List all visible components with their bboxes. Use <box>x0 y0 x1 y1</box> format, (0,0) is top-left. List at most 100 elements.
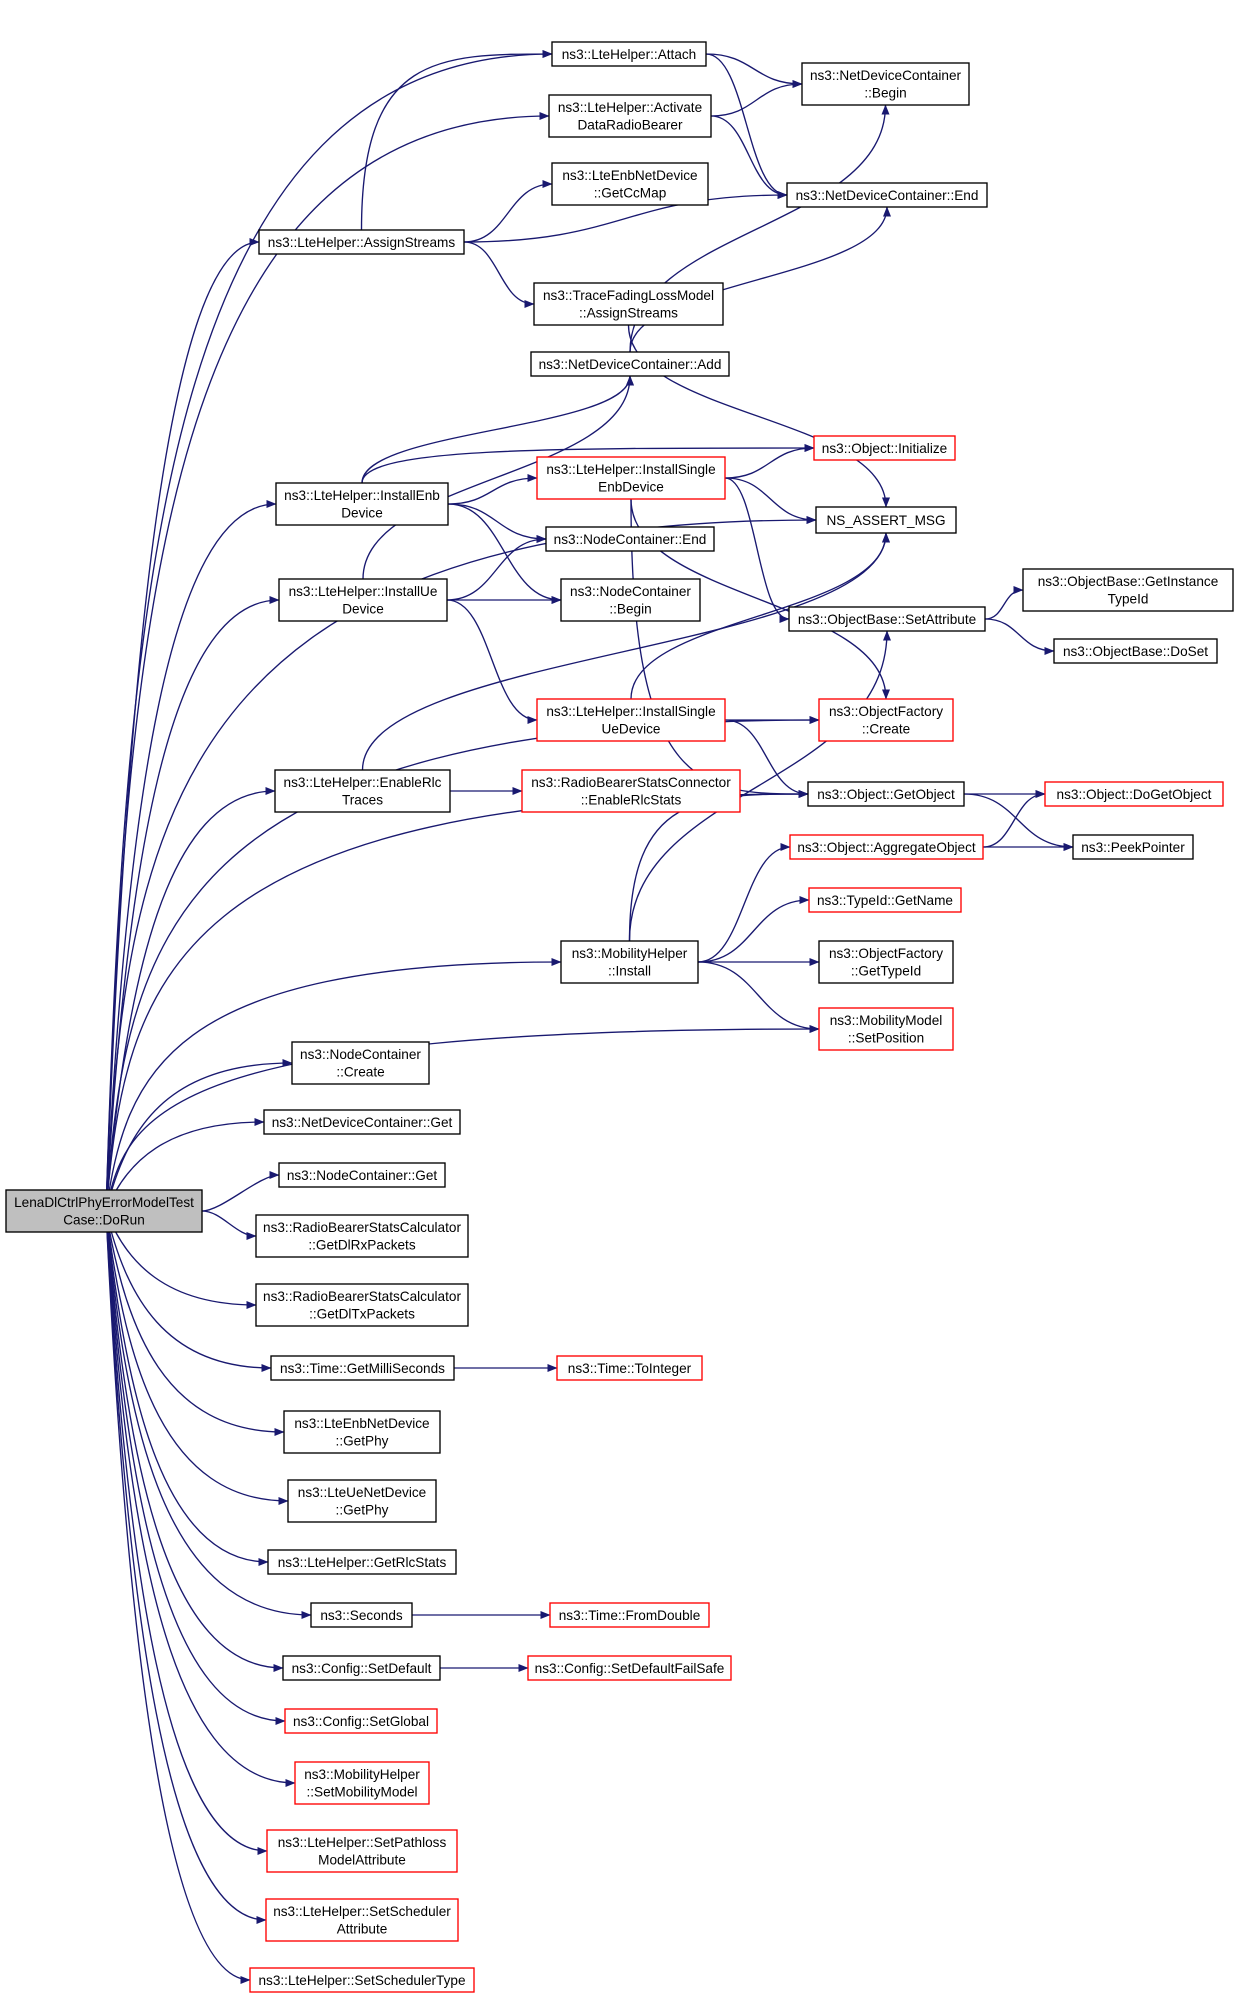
node-box <box>551 41 707 67</box>
node-rbsc_enablerlc[interactable]: ns3::RadioBearerStatsConnector::EnableRl… <box>521 769 741 813</box>
node-setschedtype[interactable]: ns3::LteHelper::SetSchedulerType <box>249 1967 475 1993</box>
node-label-line: DataRadioBearer <box>577 118 683 133</box>
call-edge-root-to-setschedattr <box>105 1210 267 1924</box>
node-label-line: ns3::LteEnbNetDevice <box>294 1416 429 1431</box>
node-label-line: ns3::RadioBearerStatsCalculator <box>263 1220 461 1235</box>
node-getrlcstats[interactable]: ns3::LteHelper::GetRlcStats <box>267 1549 457 1575</box>
node-ndc_get[interactable]: ns3::NetDeviceContainer::Get <box>263 1109 461 1135</box>
node-box <box>278 1162 446 1188</box>
node-label-line: ModelAttribute <box>318 1853 406 1868</box>
node-getobject[interactable]: ns3::Object::GetObject <box>807 781 965 807</box>
node-box <box>255 1214 469 1258</box>
node-dogetobject[interactable]: ns3::Object::DoGetObject <box>1044 781 1224 807</box>
node-tointeger[interactable]: ns3::Time::ToInteger <box>556 1355 703 1381</box>
node-label-line: ns3::LteHelper::InstallSingle <box>546 704 715 719</box>
node-of_create[interactable]: ns3::ObjectFactory::Create <box>818 698 954 742</box>
node-setdefaultfailsafe[interactable]: ns3::Config::SetDefaultFailSafe <box>527 1655 732 1681</box>
node-label-line: ns3::NodeContainer::Get <box>287 1168 438 1183</box>
node-label-line: ::Install <box>608 964 651 979</box>
node-label-line: ::Create <box>862 722 910 737</box>
node-box <box>560 578 701 622</box>
node-box <box>818 698 954 742</box>
node-nc_create[interactable]: ns3::NodeContainer::Create <box>291 1041 430 1085</box>
node-peekpointer[interactable]: ns3::PeekPointer <box>1072 834 1194 860</box>
node-ndc_begin[interactable]: ns3::NetDeviceContainer::Begin <box>801 62 970 106</box>
node-box <box>275 482 449 526</box>
node-assignstreams[interactable]: ns3::LteHelper::AssignStreams <box>258 229 465 255</box>
node-getccmap[interactable]: ns3::LteEnbNetDevice::GetCcMap <box>551 162 709 206</box>
call-edge-root-to-setmobilitymodel <box>105 1210 296 1787</box>
call-edge-getobject-to-peekpointer <box>963 793 1074 851</box>
node-nc_end[interactable]: ns3::NodeContainer::End <box>545 526 715 552</box>
node-label-line: ns3::Object::Initialize <box>822 441 947 456</box>
node-attach[interactable]: ns3::LteHelper::Attach <box>551 41 707 67</box>
node-label-line: Attribute <box>337 1922 388 1937</box>
node-getdltx[interactable]: ns3::RadioBearerStatsCalculator::GetDlTx… <box>255 1283 469 1327</box>
call-edge-mh_install-to-setattribute <box>628 630 891 942</box>
call-edge-mh_install-to-setposition <box>697 961 820 1033</box>
node-of_gettypeid[interactable]: ns3::ObjectFactory::GetTypeId <box>818 940 954 984</box>
node-getname[interactable]: ns3::TypeId::GetName <box>808 887 962 913</box>
node-aggregate[interactable]: ns3::Object::AggregateObject <box>789 834 984 860</box>
node-setmobilitymodel[interactable]: ns3::MobilityHelper::SetMobilityModel <box>294 1761 430 1805</box>
node-label-line: ns3::MobilityHelper <box>304 1767 420 1782</box>
node-box <box>291 1041 430 1085</box>
node-label-line: ns3::ObjectBase::GetInstance <box>1038 574 1219 589</box>
node-seconds[interactable]: ns3::Seconds <box>310 1602 413 1628</box>
node-label-line: TypeId <box>1108 592 1149 607</box>
node-label-line: ns3::NodeContainer <box>570 584 691 599</box>
node-box <box>5 1189 203 1233</box>
call-edge-assignstreams-to-tracefading <box>463 241 535 308</box>
node-tracefading[interactable]: ns3::TraceFadingLossModel::AssignStreams <box>533 282 724 326</box>
node-mh_install[interactable]: ns3::MobilityHelper::Install <box>560 940 699 984</box>
node-label-line: ns3::NetDeviceContainer <box>810 68 962 83</box>
call-edge-root-to-setposition <box>105 1025 820 1212</box>
node-ndc_end[interactable]: ns3::NetDeviceContainer::End <box>786 182 988 208</box>
call-edge-root-to-enablerlc <box>105 787 276 1212</box>
node-label-line: UeDevice <box>602 722 661 737</box>
call-edge-root-to-attach <box>105 50 553 1212</box>
node-box <box>266 1829 458 1873</box>
node-obj_init[interactable]: ns3::Object::Initialize <box>813 435 956 461</box>
node-fromdouble[interactable]: ns3::Time::FromDouble <box>549 1602 710 1628</box>
node-setattribute[interactable]: ns3::ObjectBase::SetAttribute <box>788 606 986 632</box>
call-edge-root-to-nc_get <box>201 1171 280 1212</box>
node-ue_getphy[interactable]: ns3::LteUeNetDevice::GetPhy <box>287 1479 437 1523</box>
node-box <box>267 1549 457 1575</box>
node-ndc_add[interactable]: ns3::NetDeviceContainer::Add <box>530 351 730 377</box>
node-setpathloss[interactable]: ns3::LteHelper::SetPathlossModelAttribut… <box>266 1829 458 1873</box>
node-label-line: ns3::LteHelper::GetRlcStats <box>278 1555 447 1570</box>
node-label-line: ::GetDlRxPackets <box>308 1238 415 1253</box>
node-label-line: ::Begin <box>609 602 651 617</box>
call-edge-root-to-getdlrx <box>201 1210 257 1240</box>
node-getmilli[interactable]: ns3::Time::GetMilliSeconds <box>270 1355 455 1381</box>
node-label-line: ns3::NetDeviceContainer::End <box>796 188 979 203</box>
call-edge-root-to-setglobal <box>105 1210 286 1725</box>
node-nc_begin[interactable]: ns3::NodeContainer::Begin <box>560 578 701 622</box>
node-label-line: ns3::NodeContainer <box>300 1047 421 1062</box>
node-setdefault[interactable]: ns3::Config::SetDefault <box>282 1655 441 1681</box>
node-enb_getphy[interactable]: ns3::LteEnbNetDevice::GetPhy <box>283 1410 441 1454</box>
node-getdlrx[interactable]: ns3::RadioBearerStatsCalculator::GetDlRx… <box>255 1214 469 1258</box>
node-assert[interactable]: NS_ASSERT_MSG <box>815 506 957 534</box>
node-label-line: LenaDlCtrlPhyErrorModelTest <box>14 1195 194 1210</box>
call-edge-installsingleenb-to-setattribute <box>724 477 790 623</box>
node-box <box>556 1355 703 1381</box>
call-edge-enablerlc-to-assert <box>361 532 890 771</box>
node-setposition[interactable]: ns3::MobilityModel::SetPosition <box>818 1007 954 1051</box>
node-label-line: ns3::RadioBearerStatsCalculator <box>263 1289 461 1304</box>
node-doset[interactable]: ns3::ObjectBase::DoSet <box>1053 638 1218 664</box>
node-setglobal[interactable]: ns3::Config::SetGlobal <box>284 1708 438 1734</box>
call-edge-root-to-setschedtype <box>105 1210 251 1984</box>
node-nc_get[interactable]: ns3::NodeContainer::Get <box>278 1162 446 1188</box>
